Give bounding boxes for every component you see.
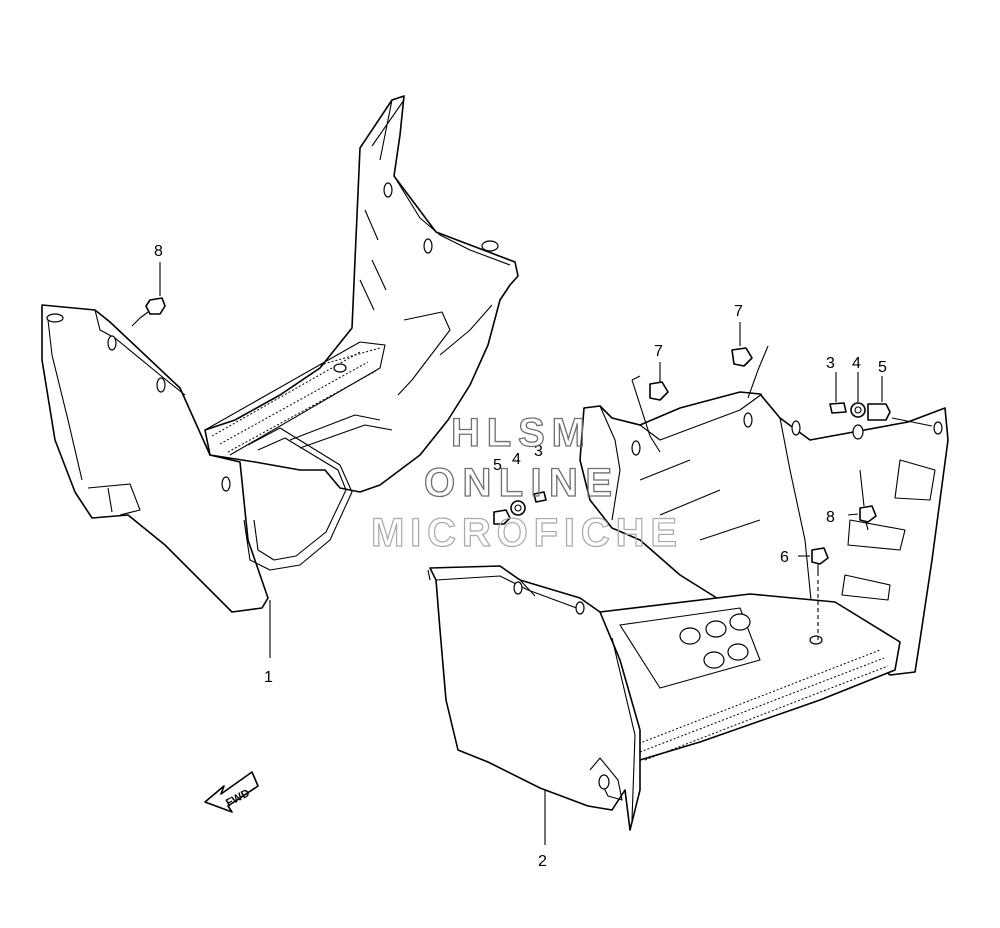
callout-5-right: 5: [878, 359, 887, 376]
leader-lines: [159, 262, 883, 845]
callout-1: 1: [264, 669, 273, 686]
callout-labels: 1 2 3 3 4 4 5 5 6 7 7 8 8: [154, 243, 887, 870]
callout-2: 2: [538, 853, 547, 870]
part-1-left-footrest: [41, 95, 519, 613]
fastener-8-clip-left: [131, 297, 166, 327]
fastener-set-3-4-5-right: [829, 402, 933, 427]
callout-6: 6: [780, 549, 789, 566]
fastener-6-bolt: [811, 547, 829, 640]
callout-4-middle: 4: [512, 451, 521, 468]
fwd-arrow: FWD: [204, 771, 259, 813]
callout-4-right: 4: [852, 355, 861, 372]
callout-8-left: 8: [154, 243, 163, 260]
watermark-line-1: HLSM: [451, 411, 585, 455]
fastener-8-bolt-right: [859, 469, 877, 531]
callout-7-a: 7: [654, 343, 663, 360]
watermark-line-3: MICROFICHE: [371, 511, 677, 555]
fastener-set-3-4-5-middle: [493, 491, 547, 525]
callout-8-right: 8: [826, 509, 835, 526]
part-2-right-footrest: [427, 391, 949, 831]
fastener-7-clip-a: [631, 375, 669, 453]
callout-3-middle: 3: [534, 443, 543, 460]
callout-3-right: 3: [826, 355, 835, 372]
callout-5-middle: 5: [493, 457, 502, 474]
fastener-7-clip-b: [731, 345, 769, 399]
callout-7-b: 7: [734, 303, 743, 320]
